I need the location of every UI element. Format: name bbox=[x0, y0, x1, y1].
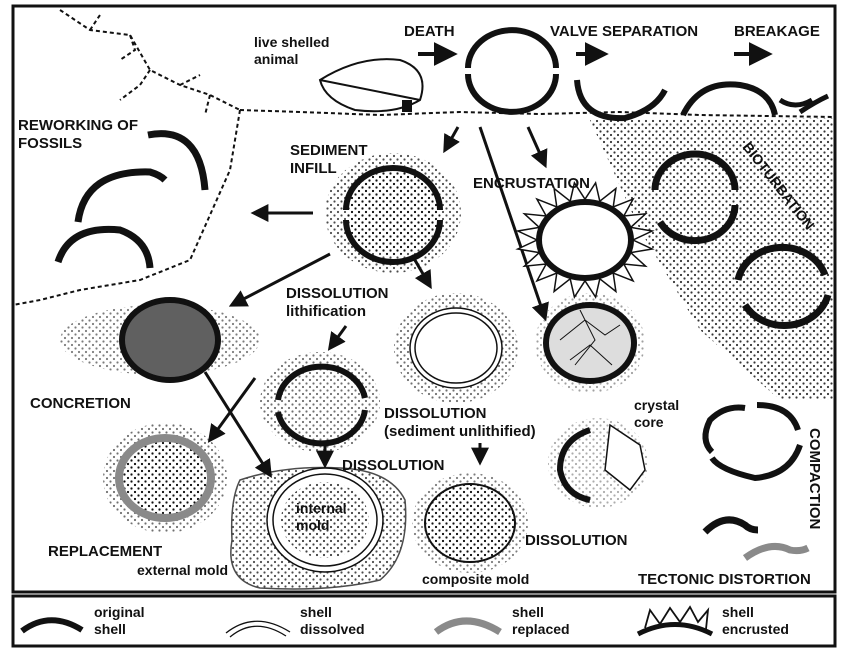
sediment-surface bbox=[240, 110, 835, 117]
concretion bbox=[60, 300, 260, 380]
label-concretion: CONCRETION bbox=[30, 395, 131, 412]
broken-fragment bbox=[780, 100, 812, 105]
encrusted-shell bbox=[518, 183, 652, 297]
arrow-infill bbox=[445, 127, 458, 150]
compacted-fragment bbox=[705, 520, 758, 532]
surface-cracks bbox=[60, 10, 240, 115]
label-compaction: COMPACTION bbox=[806, 428, 823, 529]
arrow-encrust bbox=[528, 127, 545, 165]
label-composite-mold: composite mold bbox=[422, 571, 529, 587]
dissolved-shell bbox=[394, 293, 518, 403]
compacted-shell bbox=[705, 405, 800, 478]
reworked-shell bbox=[58, 229, 150, 268]
replaced-shell bbox=[103, 423, 227, 533]
legend-shell-dissolved-icon bbox=[226, 621, 290, 637]
label-tectonic: TECTONIC DISTORTION bbox=[638, 571, 811, 588]
label-valve-separation: VALVE SEPARATION bbox=[550, 23, 698, 40]
label-breakage: BREAKAGE bbox=[734, 23, 820, 40]
label-encrustation: ENCRUSTATION bbox=[473, 175, 590, 192]
live-shelled-animal bbox=[320, 59, 423, 112]
composite-mold bbox=[412, 473, 528, 573]
crystal-core bbox=[548, 418, 648, 508]
label-external-mold: external mold bbox=[137, 562, 228, 578]
dead-shell bbox=[468, 30, 556, 112]
label-replacement: REPLACEMENT bbox=[48, 543, 162, 560]
label-dissolution-mid: DISSOLUTION bbox=[342, 457, 445, 474]
distorted-shell bbox=[745, 546, 808, 558]
reworked-shell bbox=[78, 172, 165, 222]
dissolution-lithified-shell bbox=[260, 352, 380, 452]
label-dissolution-bottom: DISSOLUTION bbox=[525, 532, 628, 549]
separated-valve bbox=[683, 84, 775, 115]
legend-shell-encrusted-icon bbox=[638, 607, 712, 634]
label-dissolution-unlithified: DISSOLUTION(sediment unlithified) bbox=[384, 405, 536, 440]
crystal-filled-shell bbox=[535, 293, 645, 393]
reworked-shell bbox=[148, 134, 205, 190]
arrow-lith bbox=[330, 326, 346, 348]
arrow-replacement bbox=[210, 378, 255, 440]
infilled-shell bbox=[325, 153, 461, 273]
label-death: DEATH bbox=[404, 23, 455, 40]
legend-original-shell-icon bbox=[22, 620, 82, 631]
legend-shell-replaced-icon bbox=[436, 621, 500, 632]
